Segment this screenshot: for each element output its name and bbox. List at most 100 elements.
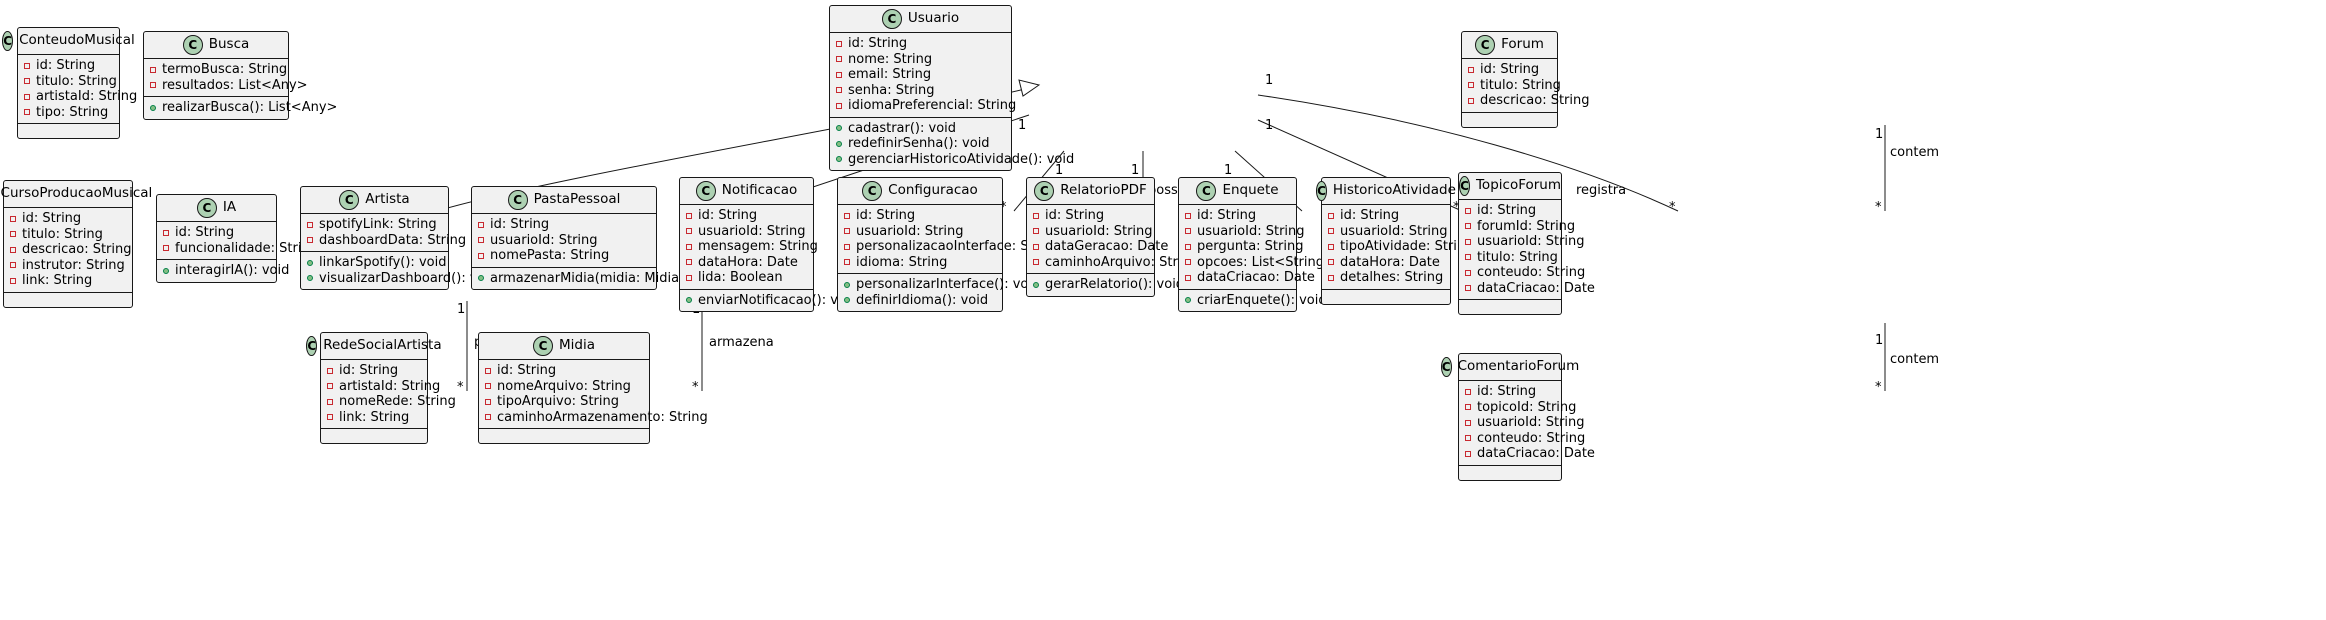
private-visibility-icon xyxy=(686,228,692,235)
private-visibility-icon xyxy=(1465,269,1471,276)
attribute-text: id: String xyxy=(175,225,235,240)
attribute-text: dataHora: Date xyxy=(698,254,798,270)
attribute-text: descricao: String xyxy=(22,242,132,257)
attribute-row: link: String xyxy=(10,273,126,289)
attribute-row: dataCriacao: Date xyxy=(1465,446,1595,462)
attribute-row: spotifyLink: String xyxy=(307,217,442,233)
method-text: gerenciarHistoricoAtividade(): void xyxy=(848,151,1075,167)
public-visibility-icon xyxy=(163,267,169,274)
attribute-row: mensagem: String xyxy=(686,239,818,255)
attribute-text: opcoes: List<String> xyxy=(1197,254,1335,270)
class-name: PastaPessoal xyxy=(533,191,621,208)
attribute-text: usuarioId: String xyxy=(490,232,598,248)
attribute-row: artistaId: String xyxy=(24,89,137,105)
private-visibility-icon xyxy=(478,252,484,259)
public-visibility-icon xyxy=(686,297,692,304)
attribute-row: pergunta: String xyxy=(1185,239,1303,255)
attribute-row: titulo: String xyxy=(1465,249,1558,266)
attribute-text: mensagem: String xyxy=(698,239,818,254)
method-text: visualizarDashboard(): void xyxy=(319,270,498,286)
attribute-text: email: String xyxy=(848,67,932,82)
private-visibility-icon xyxy=(686,274,692,281)
private-visibility-icon xyxy=(1465,285,1471,292)
inheritance-arrowhead xyxy=(1018,79,1041,97)
methods-section xyxy=(4,293,132,307)
attribute-row: detalhes: String xyxy=(1328,270,1444,286)
mult-rede: * xyxy=(457,380,464,395)
method-row: definirIdioma(): void xyxy=(844,293,996,309)
class-name: Notificacao xyxy=(721,182,798,199)
attribute-row: topicoId: String xyxy=(1465,400,1576,416)
public-visibility-icon xyxy=(844,281,850,288)
attribute-text: usuarioId: String xyxy=(1477,234,1585,249)
attribute-row: id: String xyxy=(1465,203,1555,219)
class-name: IA xyxy=(222,199,237,216)
public-visibility-icon xyxy=(1185,297,1191,304)
attribute-text: funcionalidade: String xyxy=(175,240,318,256)
attribute-row: dataHora: Date xyxy=(1328,255,1444,271)
mult-usuario-enquete: 1 xyxy=(1265,118,1274,133)
method-text: armazenarMidia(midia: Midia): void xyxy=(490,270,721,286)
attribute-text: forumId: String xyxy=(1477,218,1576,234)
method-text: gerarRelatorio(): void xyxy=(1045,277,1185,292)
attribute-text: id: String xyxy=(1045,208,1105,223)
attribute-text: senha: String xyxy=(848,82,935,98)
attribute-row: id: String xyxy=(686,208,807,224)
attribute-text: spotifyLink: String xyxy=(319,217,437,232)
mult-usuario-relatorio: 1 xyxy=(1224,163,1233,178)
class-stereotype-icon: C xyxy=(881,9,902,29)
private-visibility-icon xyxy=(327,398,333,405)
private-visibility-icon xyxy=(1328,212,1334,219)
private-visibility-icon xyxy=(150,82,156,89)
attribute-row: dataHora: Date xyxy=(686,255,807,271)
method-row: realizarBusca(): List<Any> xyxy=(150,100,337,116)
private-visibility-icon xyxy=(836,56,842,63)
attribute-text: nomeRede: String xyxy=(339,394,456,409)
private-visibility-icon xyxy=(1468,82,1474,89)
mult-forum: 1 xyxy=(1875,127,1884,142)
methods-section: gerarRelatorio(): void xyxy=(1027,274,1184,296)
attribute-text: titulo: String xyxy=(1477,249,1558,265)
attribute-row: id: String xyxy=(1033,208,1148,224)
attribute-row: opcoes: List<String> xyxy=(1185,255,1335,271)
attribute-row: id: String xyxy=(1465,384,1555,400)
mult-usuario-pasta: 1 xyxy=(1018,118,1027,133)
attribute-row: idiomaPreferencial: String xyxy=(836,98,1016,114)
attribute-text: dashboardData: String xyxy=(319,232,467,248)
attribute-text: id: String xyxy=(1480,62,1540,77)
attribute-text: pergunta: String xyxy=(1197,239,1304,254)
attribute-row: usuarioId: String xyxy=(686,224,807,240)
private-visibility-icon xyxy=(10,215,16,222)
